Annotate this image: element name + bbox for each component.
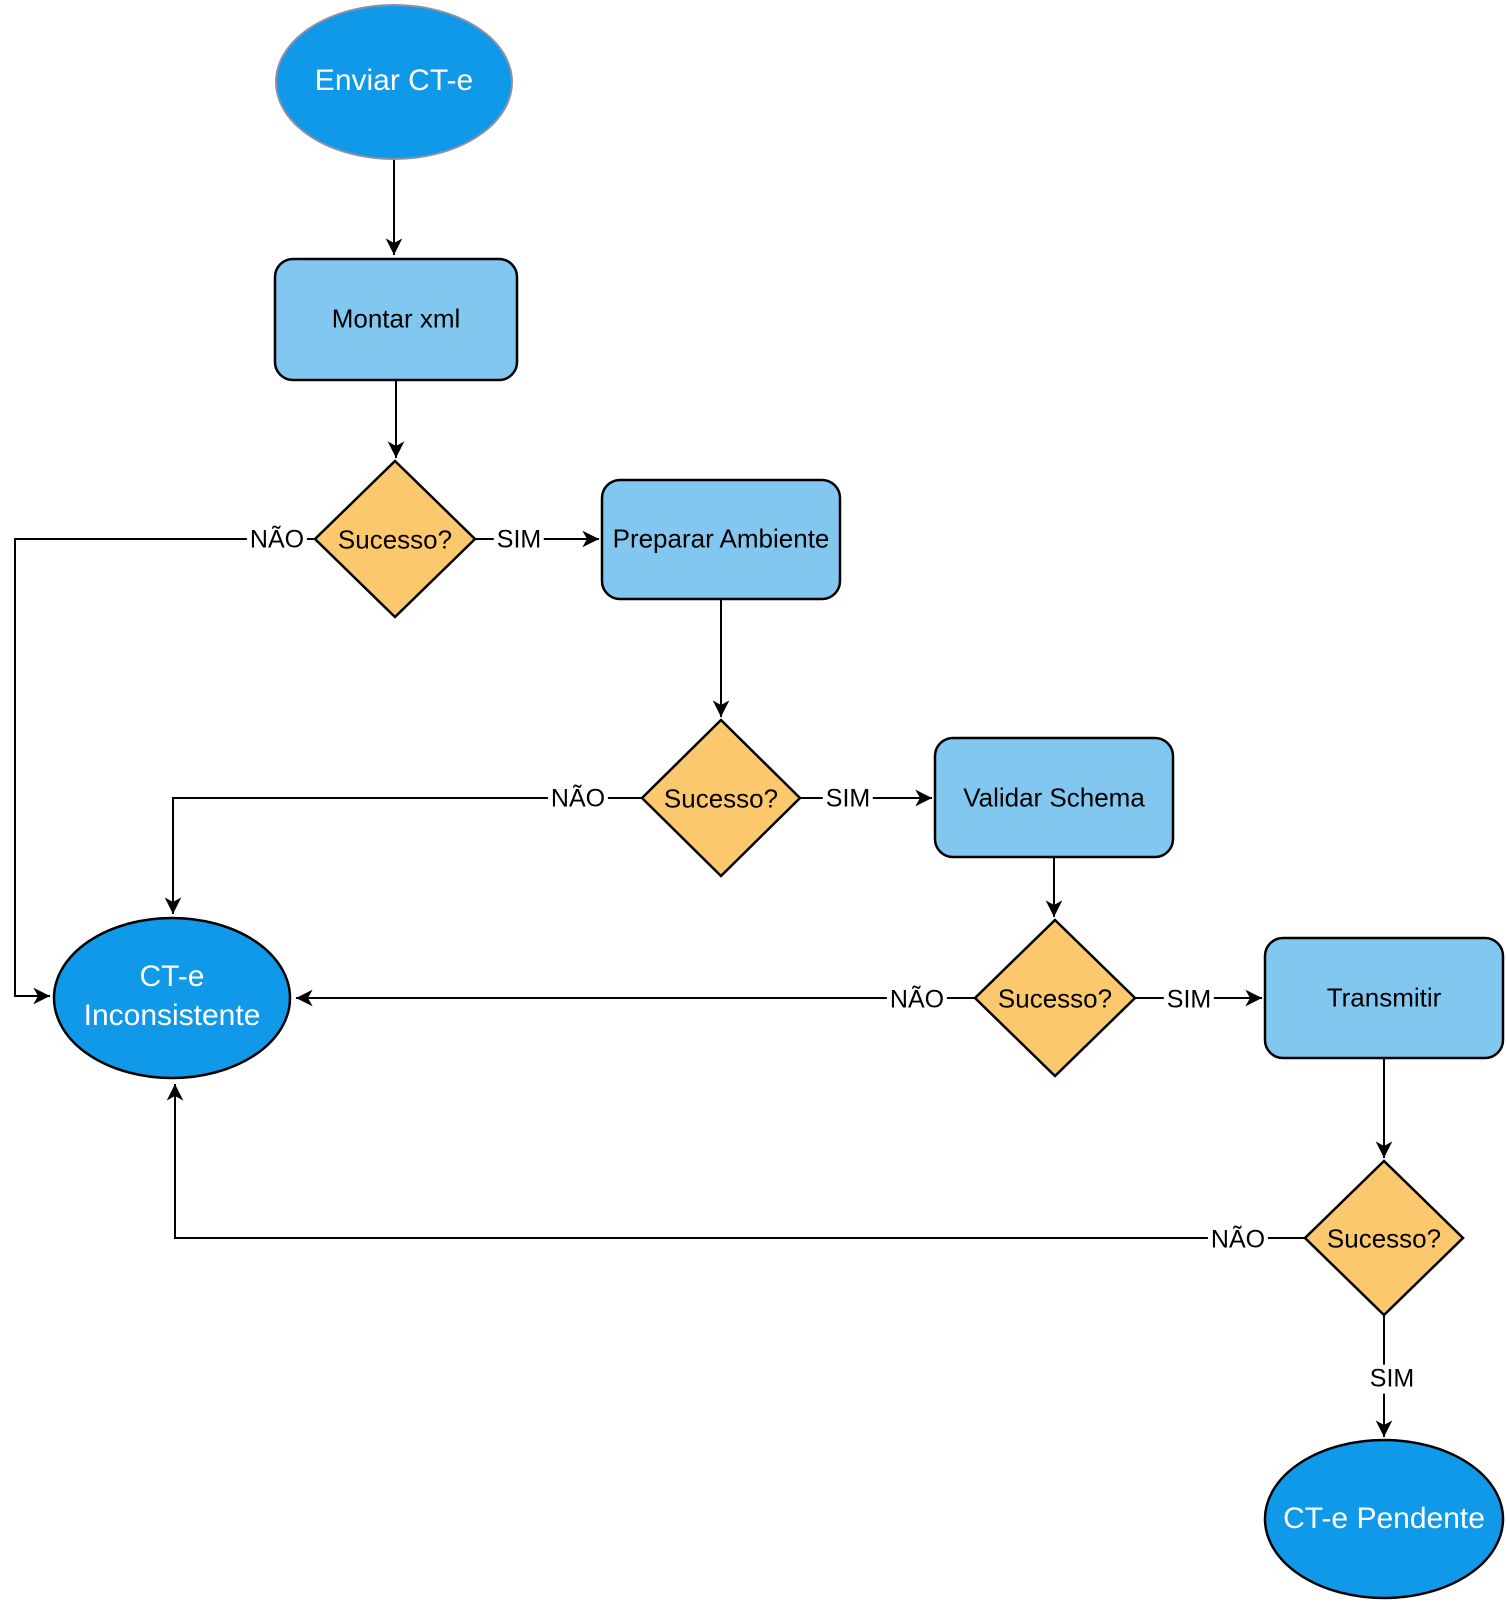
edge-label-decision-1-yes: SIM xyxy=(493,525,545,555)
process-montar-xml-shape xyxy=(273,257,519,382)
process-validar-schema-label: Validar Schema xyxy=(963,782,1145,813)
decision-1-label: Sucesso? xyxy=(337,524,453,555)
process-transmitir-label: Transmitir xyxy=(1326,982,1442,1013)
connector-decision-2-no-to-inconsistente xyxy=(164,797,642,914)
edge-label-decision-1-no: NÃO xyxy=(246,525,308,555)
start-node-label: Enviar CT-e xyxy=(314,64,474,97)
process-montar-xml-label: Montar xml xyxy=(331,303,461,334)
end-pendente-shape xyxy=(1263,1438,1505,1600)
decision-2-label: Sucesso? xyxy=(663,783,779,814)
process-preparar-ambiente-shape xyxy=(600,478,842,601)
edge-label-decision-4-yes: SIM xyxy=(1366,1364,1418,1394)
process-transmitir-shape xyxy=(1263,936,1505,1060)
edge-label-decision-3-yes: SIM xyxy=(1163,985,1215,1015)
edge-label-decision-2-no: NÃO xyxy=(547,784,609,814)
process-validar-schema-shape xyxy=(933,736,1175,859)
decision-4-label: Sucesso? xyxy=(1326,1223,1442,1254)
decision-3-label: Sucesso? xyxy=(997,983,1113,1014)
decision-1-shape xyxy=(313,459,477,619)
end-inconsistente-shape xyxy=(52,916,292,1080)
connector-decision-4-no-to-inconsistente xyxy=(166,1084,1305,1239)
decision-2-shape xyxy=(640,718,802,878)
process-preparar-ambiente-label: Preparar Ambiente xyxy=(612,523,830,554)
decision-3-shape xyxy=(973,918,1137,1078)
decision-4-shape xyxy=(1303,1159,1465,1317)
connector-decision-1-no-to-inconsistente xyxy=(14,538,315,1005)
end-pendente-label: CT-e Pendente xyxy=(1283,1502,1485,1535)
end-inconsistente-label: CT-e Inconsistente xyxy=(83,960,261,1032)
edge-label-decision-2-yes: SIM xyxy=(822,784,874,814)
edge-label-decision-4-no: NÃO xyxy=(1207,1225,1269,1255)
start-node-shape xyxy=(275,4,513,160)
edge-label-decision-3-no: NÃO xyxy=(886,985,948,1015)
